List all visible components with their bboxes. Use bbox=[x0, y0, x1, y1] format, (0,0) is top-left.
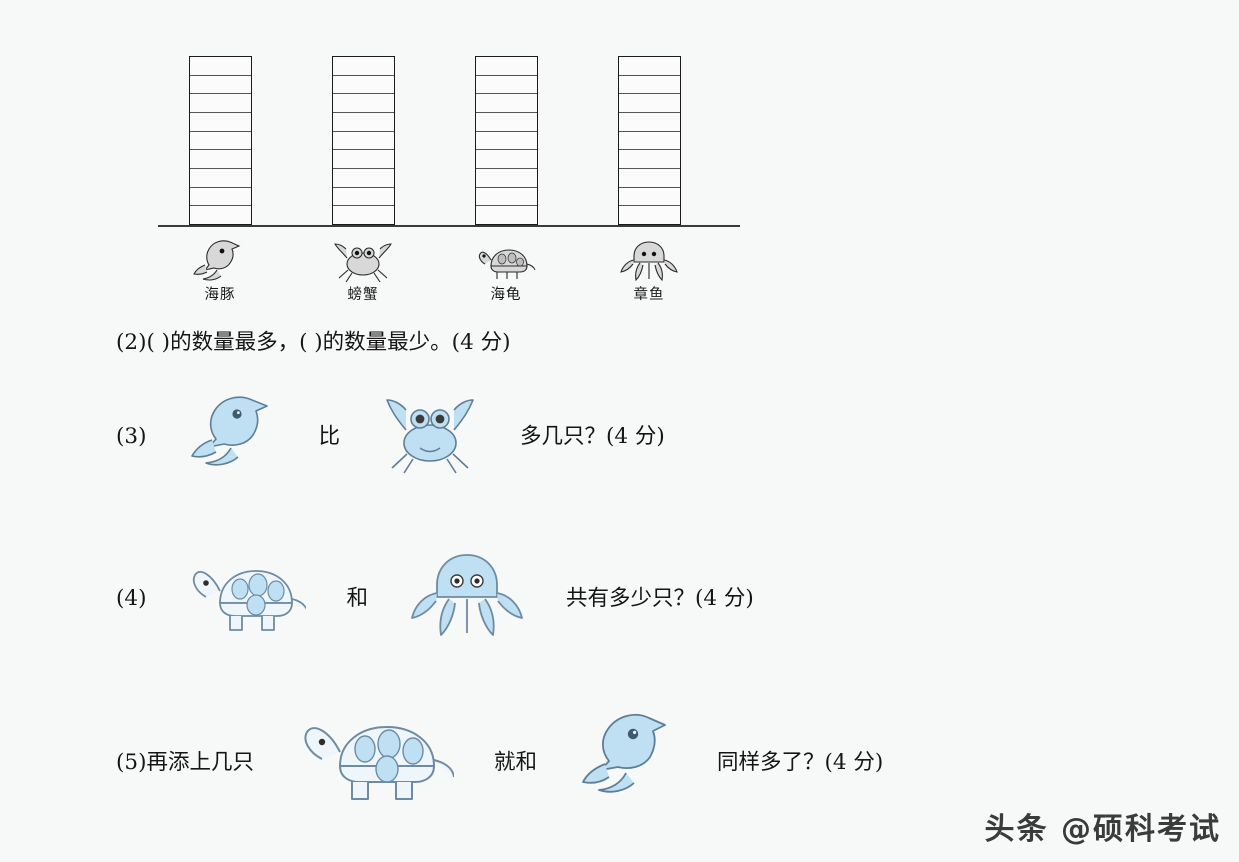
bar-cell[interactable] bbox=[476, 206, 537, 224]
question-5-suffix: 同样多了？(4 分) bbox=[716, 749, 884, 775]
bar-column-octopus bbox=[618, 56, 681, 225]
bar-cell[interactable] bbox=[333, 169, 394, 188]
octopus-icon bbox=[620, 241, 678, 282]
chart-category-label: 章鱼 bbox=[633, 287, 665, 303]
question-3: (3) 比 多几 bbox=[116, 388, 665, 485]
chart-category-dolphin: 海豚 bbox=[160, 236, 280, 304]
turtle-icon bbox=[478, 249, 536, 279]
chart-category-label: 螃蟹 bbox=[347, 287, 379, 303]
bar-cell[interactable] bbox=[476, 76, 537, 95]
watermark: 头条 @硕科考试 bbox=[984, 812, 1221, 847]
question-4-prefix: (4) bbox=[116, 585, 147, 611]
bar-cell[interactable] bbox=[333, 132, 394, 151]
bar-cell[interactable] bbox=[476, 169, 537, 188]
chart-category-octopus: 章鱼 bbox=[589, 236, 709, 304]
bar-cell[interactable] bbox=[333, 188, 394, 207]
question-3-suffix: 多几只？(4 分) bbox=[519, 423, 665, 449]
bar-cell[interactable] bbox=[190, 57, 251, 76]
bar-chart: 海豚 螃蟹 bbox=[0, 0, 1239, 320]
question-2-text: (2)( )的数量最多，( )的数量最少。(4 分) bbox=[116, 330, 511, 355]
bar-cell[interactable] bbox=[476, 188, 537, 207]
bar-cell[interactable] bbox=[190, 206, 251, 224]
question-3-middle: 比 bbox=[318, 423, 340, 449]
chart-category-label: 海龟 bbox=[490, 287, 522, 303]
bar-cell[interactable] bbox=[476, 94, 537, 114]
crab-icon bbox=[334, 243, 392, 282]
bar-cell[interactable] bbox=[476, 132, 537, 151]
bar-cell[interactable] bbox=[619, 76, 680, 95]
turtle-icon bbox=[294, 700, 455, 825]
question-4: (4) 和 bbox=[116, 545, 754, 652]
question-5-middle: 就和 bbox=[493, 749, 537, 775]
bar-column-dolphin bbox=[189, 56, 252, 225]
bar-cell[interactable] bbox=[190, 132, 251, 151]
bar-cell[interactable] bbox=[476, 57, 537, 76]
bar-cell[interactable] bbox=[619, 169, 680, 188]
bar-cell[interactable] bbox=[333, 57, 394, 76]
question-5: (5)再添上几只 就和 bbox=[116, 700, 883, 825]
bar-cell[interactable] bbox=[190, 76, 251, 95]
question-3-prefix: (3) bbox=[116, 423, 147, 449]
dolphin-icon bbox=[186, 388, 278, 485]
bar-cell[interactable] bbox=[619, 94, 680, 114]
question-2: (2)( )的数量最多，( )的数量最少。(4 分) bbox=[116, 330, 510, 356]
dolphin-icon bbox=[193, 240, 241, 281]
bar-cell[interactable] bbox=[619, 206, 680, 224]
question-4-suffix: 共有多少只？(4 分) bbox=[565, 585, 754, 611]
turtle-icon bbox=[186, 547, 310, 650]
octopus-icon bbox=[408, 545, 526, 652]
bar-cell[interactable] bbox=[190, 188, 251, 207]
bar-cell[interactable] bbox=[190, 94, 251, 114]
question-4-middle: 和 bbox=[346, 585, 368, 611]
bar-cell[interactable] bbox=[190, 150, 251, 170]
bar-column-turtle bbox=[475, 56, 538, 225]
bar-cell[interactable] bbox=[333, 76, 394, 95]
chart-category-turtle: 海龟 bbox=[446, 236, 566, 304]
bar-cell[interactable] bbox=[333, 113, 394, 132]
bar-cell[interactable] bbox=[190, 169, 251, 188]
bar-cell[interactable] bbox=[619, 57, 680, 76]
bar-column-crab bbox=[332, 56, 395, 225]
dolphin-icon bbox=[577, 704, 677, 821]
crab-icon bbox=[380, 388, 480, 485]
bar-cell[interactable] bbox=[619, 113, 680, 132]
bar-cell[interactable] bbox=[476, 113, 537, 132]
bar-cell[interactable] bbox=[333, 206, 394, 224]
bar-cell[interactable] bbox=[190, 113, 251, 132]
chart-category-label: 海豚 bbox=[204, 287, 236, 303]
bar-cell[interactable] bbox=[619, 188, 680, 207]
bar-cell[interactable] bbox=[476, 150, 537, 170]
bar-cell[interactable] bbox=[333, 150, 394, 170]
bar-cell[interactable] bbox=[619, 150, 680, 170]
chart-category-crab: 螃蟹 bbox=[303, 236, 423, 304]
bar-cell[interactable] bbox=[619, 132, 680, 151]
bar-cell[interactable] bbox=[333, 94, 394, 114]
question-5-prefix: (5)再添上几只 bbox=[116, 749, 254, 775]
chart-axis-line bbox=[158, 225, 740, 227]
